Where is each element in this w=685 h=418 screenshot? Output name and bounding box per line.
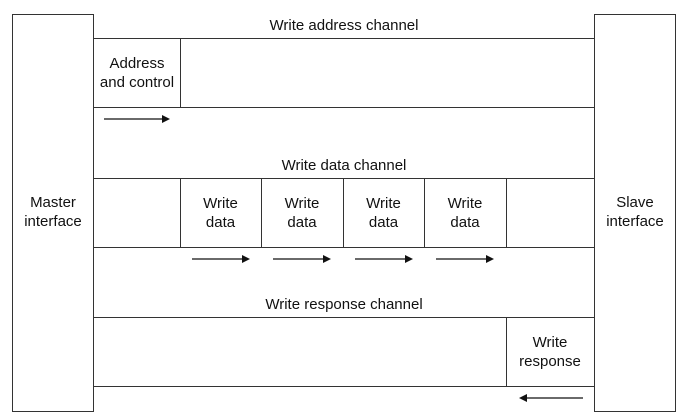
write-data-channel-title: Write data channel	[281, 157, 407, 174]
write-response-cell: Write response	[519, 333, 581, 370]
write-data-channel-bottom-line	[94, 247, 594, 248]
master-interface-box	[12, 14, 94, 412]
write-address-arrow	[104, 114, 170, 124]
master-interface-label: Master interface	[24, 194, 82, 230]
write-address-channel-title: Write address channel	[269, 17, 419, 34]
write-response-channel-bottom-line	[94, 386, 594, 387]
write-data-divider-2	[261, 178, 262, 247]
write-data-divider-1	[180, 178, 181, 247]
write-data-divider-5	[506, 178, 507, 247]
write-data-cell-4: Write data	[447, 194, 483, 231]
address-control-cell: Address and control	[99, 54, 175, 91]
write-data-divider-3	[343, 178, 344, 247]
write-data-arrow-4	[436, 254, 494, 264]
write-address-channel-bottom-line	[94, 107, 594, 108]
write-data-channel-top-line	[94, 178, 594, 179]
address-control-cell-divider	[180, 38, 181, 107]
write-response-arrow	[519, 393, 583, 403]
write-data-arrow-3	[355, 254, 413, 264]
write-data-divider-4	[424, 178, 425, 247]
slave-interface-box	[594, 14, 676, 412]
write-response-channel-title: Write response channel	[265, 296, 423, 313]
write-response-channel-top-line	[94, 317, 594, 318]
write-response-cell-divider	[506, 317, 507, 386]
write-data-cell-3: Write data	[366, 194, 401, 231]
slave-interface-label: Slave interface	[606, 194, 664, 230]
write-address-channel-top-line	[94, 38, 594, 39]
write-data-arrow-2	[273, 254, 331, 264]
write-data-cell-1: Write data	[203, 194, 238, 231]
write-data-arrow-1	[192, 254, 250, 264]
write-data-cell-2: Write data	[284, 194, 320, 231]
